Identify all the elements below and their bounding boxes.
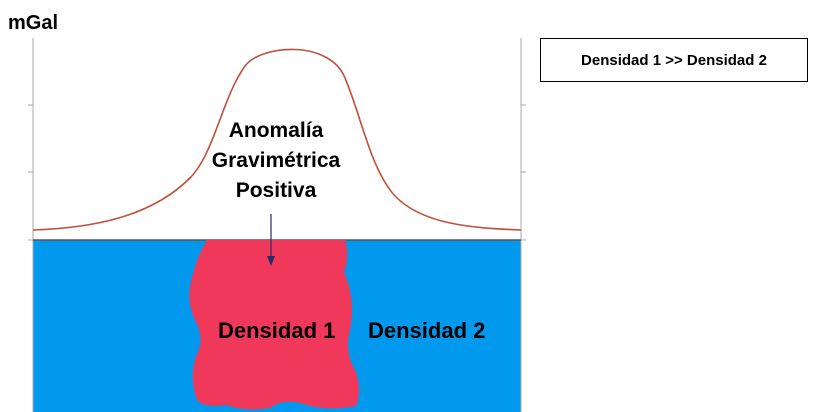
anomaly-label: Anomalía Gravimétrica Positiva <box>186 116 366 206</box>
density-relation-text: Densidad 1 >> Densidad 2 <box>581 51 767 69</box>
body-density-label: Densidad 1 <box>218 318 336 343</box>
density-relation-box: Densidad 1 >> Densidad 2 <box>540 38 808 82</box>
anomaly-curve <box>32 48 522 231</box>
anomaly-label-line: Positiva <box>235 179 317 202</box>
anomaly-label-line: Gravimétrica <box>211 149 341 172</box>
anomaly-label-line: Anomalía <box>228 119 324 142</box>
unit-label: mGal <box>8 12 59 34</box>
arrow-head <box>267 256 275 266</box>
host-density-label: Densidad 2 <box>368 318 486 343</box>
dense-body-region <box>189 240 359 410</box>
